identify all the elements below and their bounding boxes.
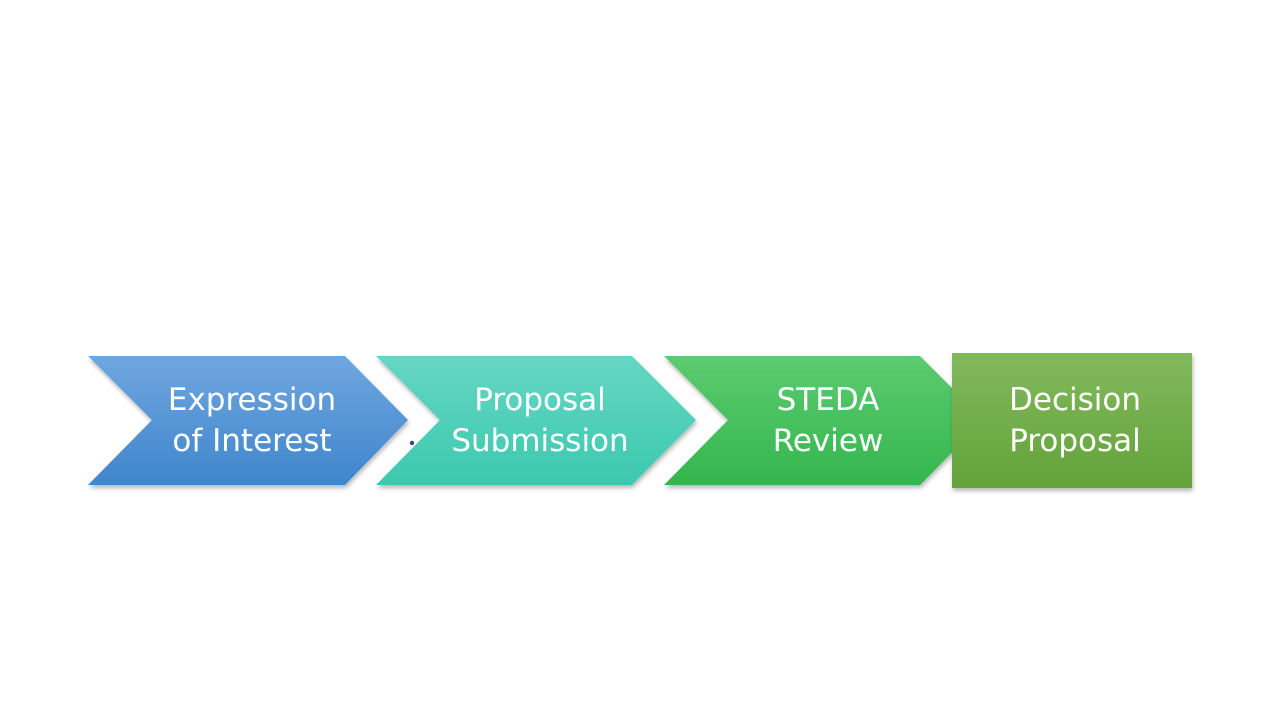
- rect-shape-step-4: [952, 353, 1192, 488]
- step-1-label-line1: Expression: [168, 382, 336, 418]
- step-proposal-submission: Proposal Submission: [376, 356, 696, 485]
- step-3-label-line2: Review: [773, 423, 884, 459]
- chevron-shape-step-1: [88, 356, 408, 485]
- stray-dot: [409, 440, 415, 446]
- step-4-label-line1: Decision: [1009, 382, 1141, 418]
- step-2-label-line2: Submission: [451, 423, 628, 459]
- step-decision-proposal: Decision Proposal: [952, 353, 1192, 488]
- step-4-label-line2: Proposal: [1009, 423, 1141, 459]
- step-1-label-line2: of Interest: [172, 423, 331, 459]
- step-expression-of-interest: Expression of Interest: [88, 356, 408, 485]
- step-2-label-line1: Proposal: [474, 382, 606, 418]
- step-3-label-line1: STEDA: [777, 382, 880, 418]
- chevron-shape-step-3: [664, 356, 984, 485]
- chevron-shape-step-2: [376, 356, 696, 485]
- step-steda-review: STEDA Review: [664, 356, 984, 485]
